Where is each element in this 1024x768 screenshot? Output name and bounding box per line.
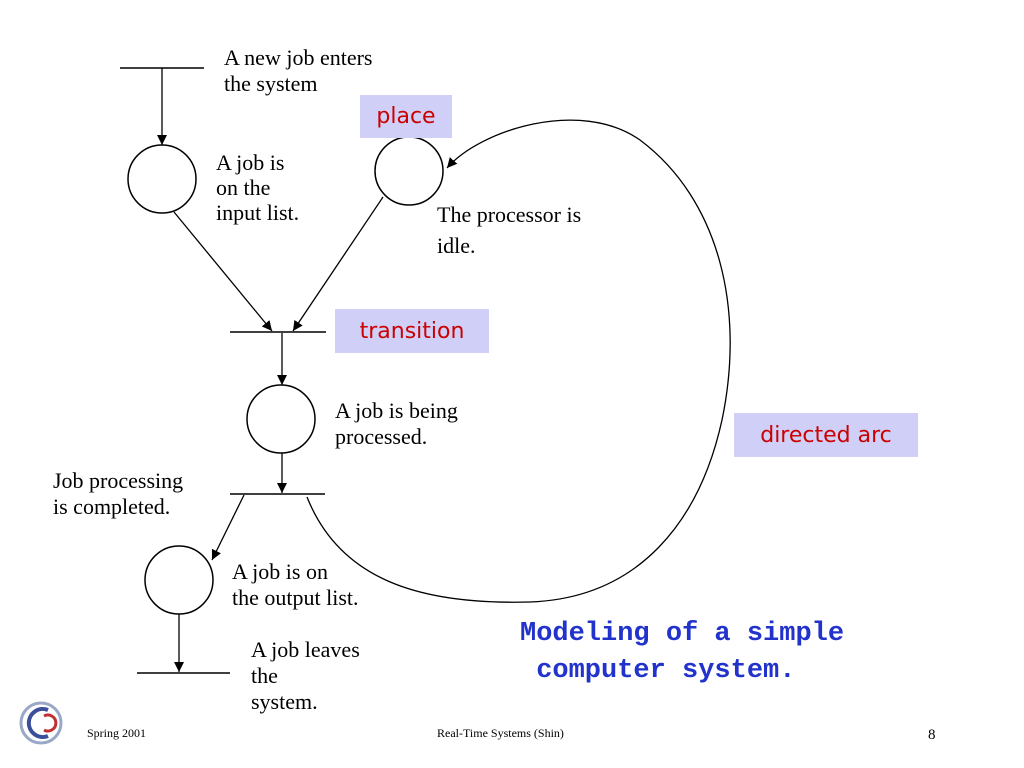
text-completed: Job processing is completed.	[53, 468, 184, 519]
page-number: 8	[928, 727, 936, 743]
arc-input-to-start	[173, 211, 273, 332]
directed-arc-feedback	[306, 119, 731, 603]
label-directed-arc: directed arc	[734, 413, 918, 457]
text-being-processed: A job is being processed.	[335, 398, 458, 449]
text-output-list: A job is on the output list.	[232, 559, 359, 610]
text-new-job: A new job enters the system	[224, 45, 373, 96]
place-being-processed	[246, 384, 316, 454]
place-input-list	[127, 144, 197, 214]
text-processor-idle: The processor is idle.	[437, 202, 582, 258]
label-transition: transition	[335, 309, 489, 353]
place-output-list	[144, 545, 214, 615]
label-place: place	[360, 95, 452, 138]
arc-completed-to-output	[211, 494, 245, 561]
place-processor-idle	[374, 136, 444, 206]
footer-left: Spring 2001	[87, 726, 147, 740]
arc-idle-to-start	[292, 196, 384, 332]
text-input-list: A job is on the input list.	[216, 150, 300, 225]
slide-title: Modeling of a simple computer system.	[520, 619, 845, 686]
text-leaves: A job leaves the system.	[251, 637, 360, 714]
cs-logo-icon	[19, 701, 63, 745]
footer-center: Real-Time Systems (Shin)	[437, 726, 564, 740]
